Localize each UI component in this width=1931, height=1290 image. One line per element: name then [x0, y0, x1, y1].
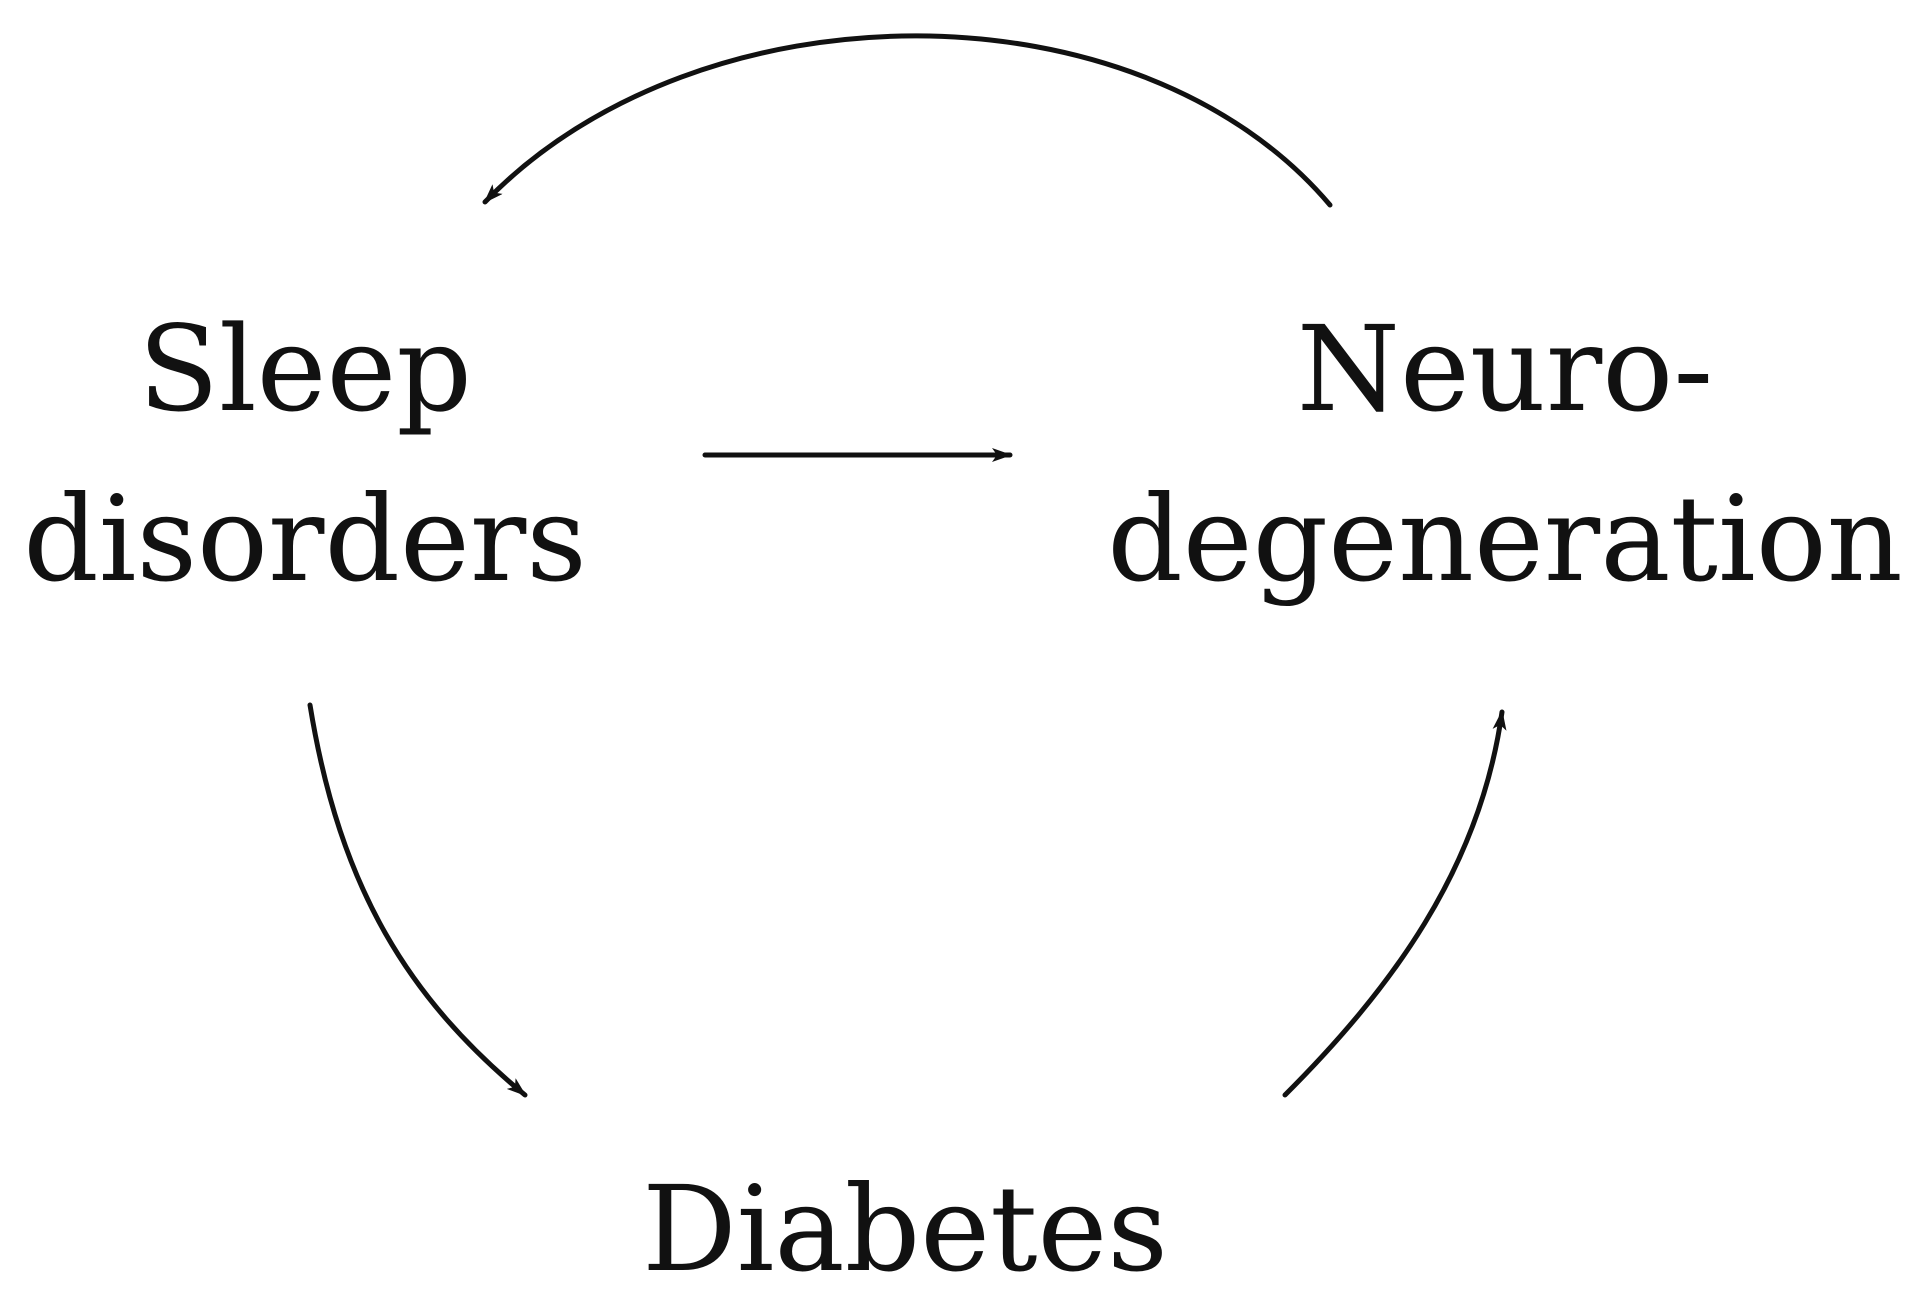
node-sleep-disorders-line-2: disorders	[23, 470, 587, 608]
node-neurodegeneration-line-1: Neuro-	[1297, 300, 1713, 438]
node-neurodegeneration-line-2: degeneration	[1107, 470, 1903, 608]
node-diabetes: Diabetes	[642, 1160, 1168, 1290]
node-neurodegeneration: Neuro- degeneration	[1107, 300, 1903, 608]
node-sleep-disorders-line-1: Sleep	[138, 300, 472, 438]
node-diabetes-line-1: Diabetes	[642, 1160, 1168, 1290]
arrow-diabetes-to-neurodegeneration	[1282, 709, 1507, 1098]
arrow-sleep-disorders-to-diabetes	[307, 702, 528, 1098]
arrow-neurodegeneration-to-sleep-disorders	[482, 33, 1333, 208]
node-sleep-disorders: Sleep disorders	[23, 300, 587, 608]
